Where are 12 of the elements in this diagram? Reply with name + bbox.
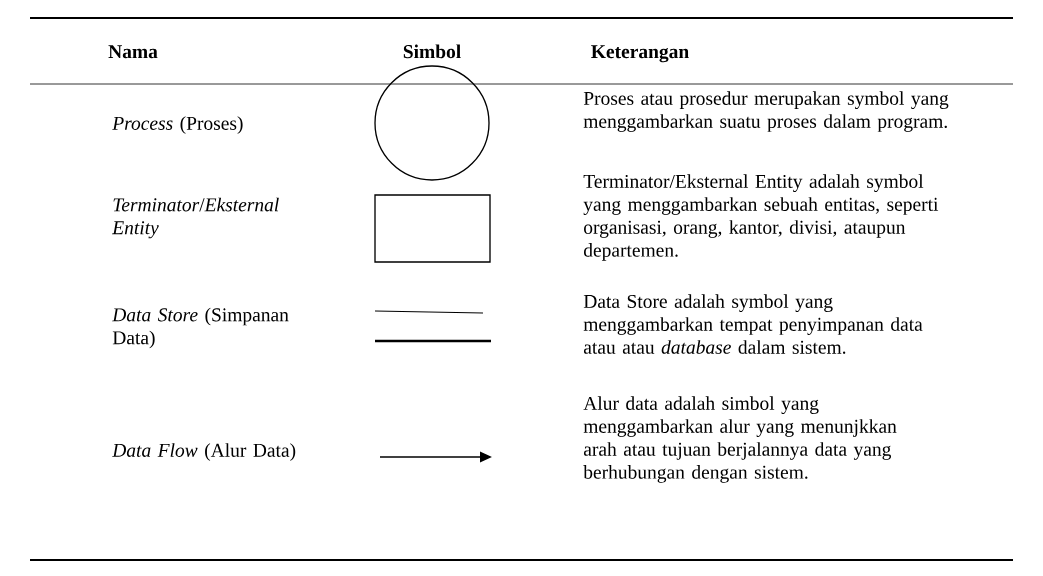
symbol-name: Process (Proses): [112, 116, 243, 134]
rectangle-symbol: [374, 194, 491, 263]
description-text: Proses atau prosedur merupakan symbol yang menggambarkan suatu proses dalam program.: [583, 91, 949, 132]
description-text: Data Store adalah symbol yang menggambarkan tempat penyimpanan data atau atau database dalam sistem.: [583, 294, 923, 354]
symbol-name: Terminator/Eksternal Entity: [112, 197, 279, 239]
description-text: Alur data adalah simbol yang menggambarkan alur yang menunjkkan arah atau tujuan berjalannya data yang berhubungan dengan sistem.: [583, 396, 897, 483]
circle-symbol: [374, 65, 490, 181]
description-text: Terminator/Eksternal Entity adalah symbol yang menggambarkan sebuah entitas, seperti organisasi, orang, kantor, divisi, ataupun departemen.: [583, 174, 939, 261]
symbol-name: Data Flow (Alur Data): [112, 443, 296, 461]
column-header: Nama: [108, 45, 158, 59]
symbol-name: Data Store (Simpanan Data): [112, 307, 289, 349]
column-header: Keterangan: [591, 45, 689, 63]
